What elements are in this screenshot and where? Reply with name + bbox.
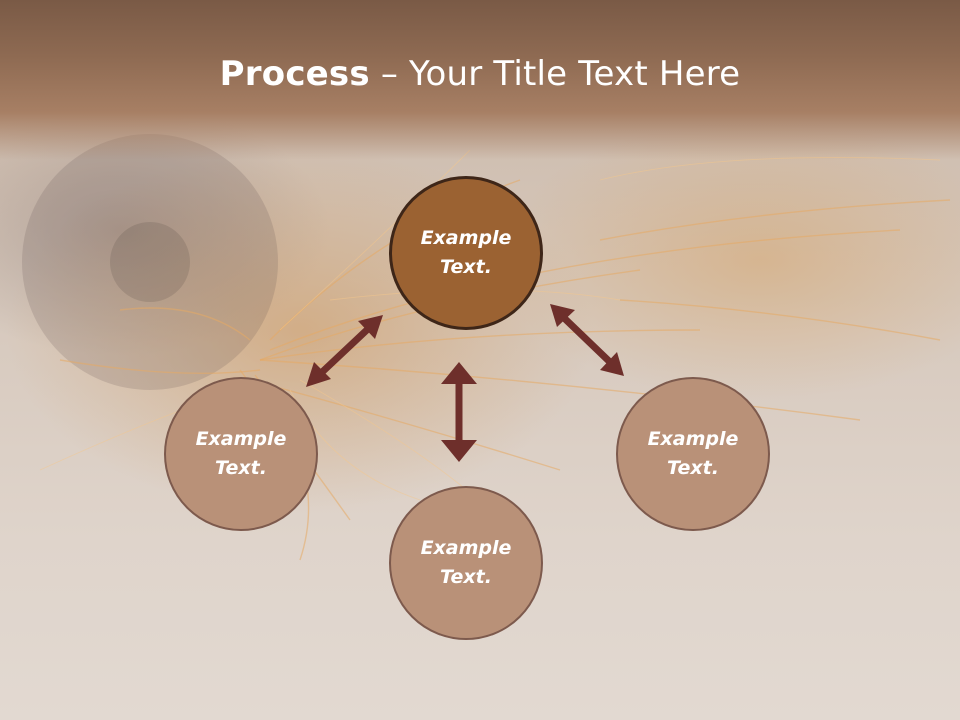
node-right-line2: Text. (667, 457, 719, 479)
title-separator: – (369, 54, 410, 94)
node-left[interactable]: Example Text. (164, 377, 318, 531)
node-center-line2: Text. (440, 256, 492, 278)
node-right-line1: Example (647, 428, 739, 450)
node-bottom-text: Example Text. (411, 534, 521, 592)
title-band (0, 0, 960, 160)
node-left-line2: Text. (215, 457, 267, 479)
node-center-line1: Example (420, 227, 512, 249)
node-center[interactable]: Example Text. (389, 176, 543, 330)
slide-title[interactable]: Process – Your Title Text Here (0, 52, 960, 96)
node-left-line1: Example (195, 428, 287, 450)
node-bottom[interactable]: Example Text. (389, 486, 543, 640)
node-bottom-line1: Example (420, 537, 512, 559)
node-bottom-line2: Text. (440, 566, 492, 588)
title-bold: Process (219, 54, 370, 94)
title-rest: Your Title Text Here (409, 54, 741, 94)
node-right-text: Example Text. (638, 425, 748, 483)
node-right[interactable]: Example Text. (616, 377, 770, 531)
node-left-text: Example Text. (186, 425, 296, 483)
node-center-text: Example Text. (411, 224, 521, 282)
